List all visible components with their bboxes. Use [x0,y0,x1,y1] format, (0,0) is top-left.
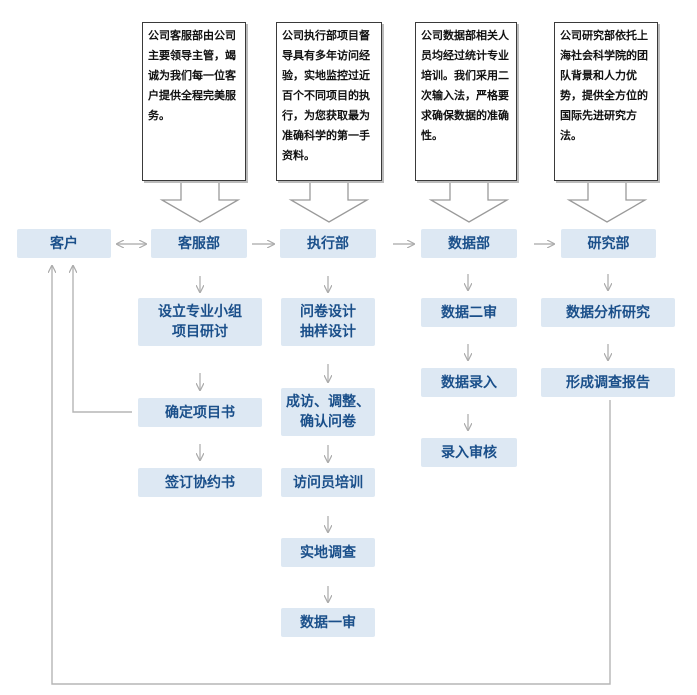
step-exec-2: 成访、调整、 确认问卷 [281,388,375,436]
step-exec-5: 数据一审 [281,608,375,637]
dept-client: 客户 [17,229,111,258]
dept-research: 研究部 [561,229,656,258]
step-cs-3: 签订协约书 [138,468,262,497]
down-arrow-research [566,180,648,223]
step-research-1: 数据分析研究 [541,298,675,327]
note-data: 公司数据部相关人员均经过统计专业培训。我们采用二次输入法，严格要求确保数据的准确… [415,22,517,181]
dept-exec: 执行部 [280,229,376,258]
step-exec-3: 访问员培训 [281,468,375,497]
dept-cs: 客服部 [151,229,247,258]
note-research: 公司研究部依托上海社会科学院的团队背景和人力优势，提供全方位的国际先进研究方法。 [554,22,658,181]
step-data-3: 录入审核 [421,438,517,467]
down-arrow-cs [159,180,241,223]
step-data-2: 数据录入 [421,368,517,397]
loop-confirm-to-client [73,266,132,413]
step-cs-2: 确定项目书 [138,398,262,427]
step-exec-4: 实地调查 [281,538,375,567]
note-exec: 公司执行部项目督导具有多年访问经验，实地监控过近百个不同项目的执行，为您获取最为… [276,22,382,181]
step-cs-1: 设立专业小组 项目研讨 [138,298,262,346]
down-arrow-exec [288,180,370,223]
note-cs: 公司客服部由公司主要领导主管，竭诚为我们每一位客户提供全程完美服务。 [142,22,246,181]
step-data-1: 数据二审 [421,298,517,327]
dept-data: 数据部 [421,229,517,258]
loop-research-to-client [52,266,611,685]
step-research-2: 形成调查报告 [541,368,675,397]
down-arrow-data [428,180,510,223]
step-exec-1: 问卷设计 抽样设计 [281,298,375,346]
